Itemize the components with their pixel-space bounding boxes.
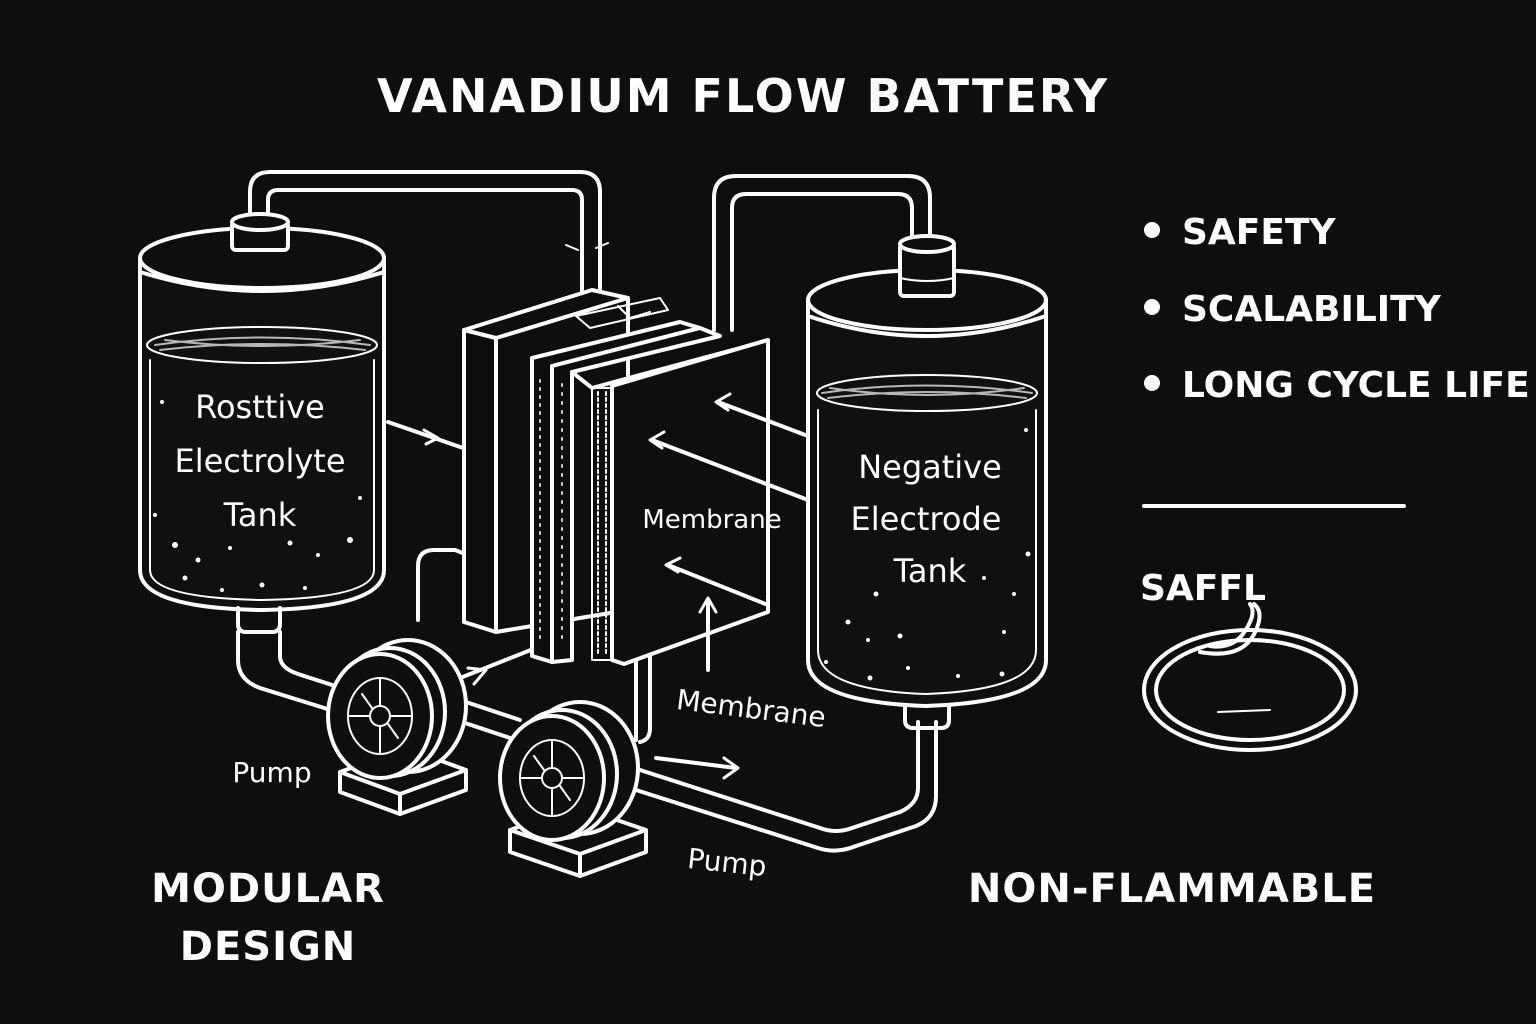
pump-2: Pump	[498, 700, 768, 883]
feature-item: SAFETY	[1182, 212, 1337, 253]
pump-1-label: Pump	[232, 756, 311, 789]
bullet-icon	[1144, 222, 1160, 238]
bullet-icon	[1144, 375, 1160, 391]
cell-stack: Membrane	[462, 288, 782, 666]
negative-tank-label-line-3: Tank	[893, 552, 967, 590]
non-flammable-label: NON-FLAMMABLE	[968, 866, 1376, 912]
positive-tank-label-line-3: Tank	[223, 496, 297, 534]
electrolyte-particles	[153, 400, 362, 592]
pipe-negative-supply	[712, 174, 932, 332]
pipe-positive-supply	[248, 170, 609, 312]
diagram-title: VANADIUM FLOW BATTERY	[377, 69, 1109, 123]
stack-membrane-label: Membrane	[642, 505, 781, 535]
pipe-pump-2-to-negative-tank	[638, 720, 920, 833]
modular-design-line-1: MODULAR	[151, 866, 385, 912]
feature-item: SCALABILITY	[1182, 289, 1442, 330]
pump-2-label: Pump	[686, 842, 768, 883]
feature-list: SAFETY SCALABILITY LONG CYCLE LIFE	[1144, 212, 1530, 406]
positive-tank-label-line-2: Electrolyte	[174, 442, 345, 480]
positive-tank-label-line-1: Rosttive	[195, 388, 325, 426]
modular-design-line-2: DESIGN	[180, 924, 357, 970]
bullet-icon	[1144, 299, 1160, 315]
negative-tank-label-line-2: Electrode	[851, 500, 1002, 538]
flow-arrows-negative	[648, 392, 810, 780]
membrane-callout-label: Membrane	[675, 683, 828, 734]
feature-item: LONG CYCLE LIFE	[1182, 365, 1530, 406]
pump-1: Pump	[232, 638, 468, 816]
negative-electrode-tank: Negative Electrode Tank	[806, 234, 1048, 730]
electrolyte-particles	[824, 428, 1031, 681]
pipe-tank-to-pump-1	[236, 630, 352, 718]
negative-tank-label-line-1: Negative	[858, 448, 1002, 486]
safety-sketch-label: SAFFL	[1140, 568, 1266, 609]
safety-sketch: SAFFL	[1140, 568, 1358, 752]
positive-electrolyte-tank: Rosttive Electrolyte Tank	[138, 212, 386, 634]
